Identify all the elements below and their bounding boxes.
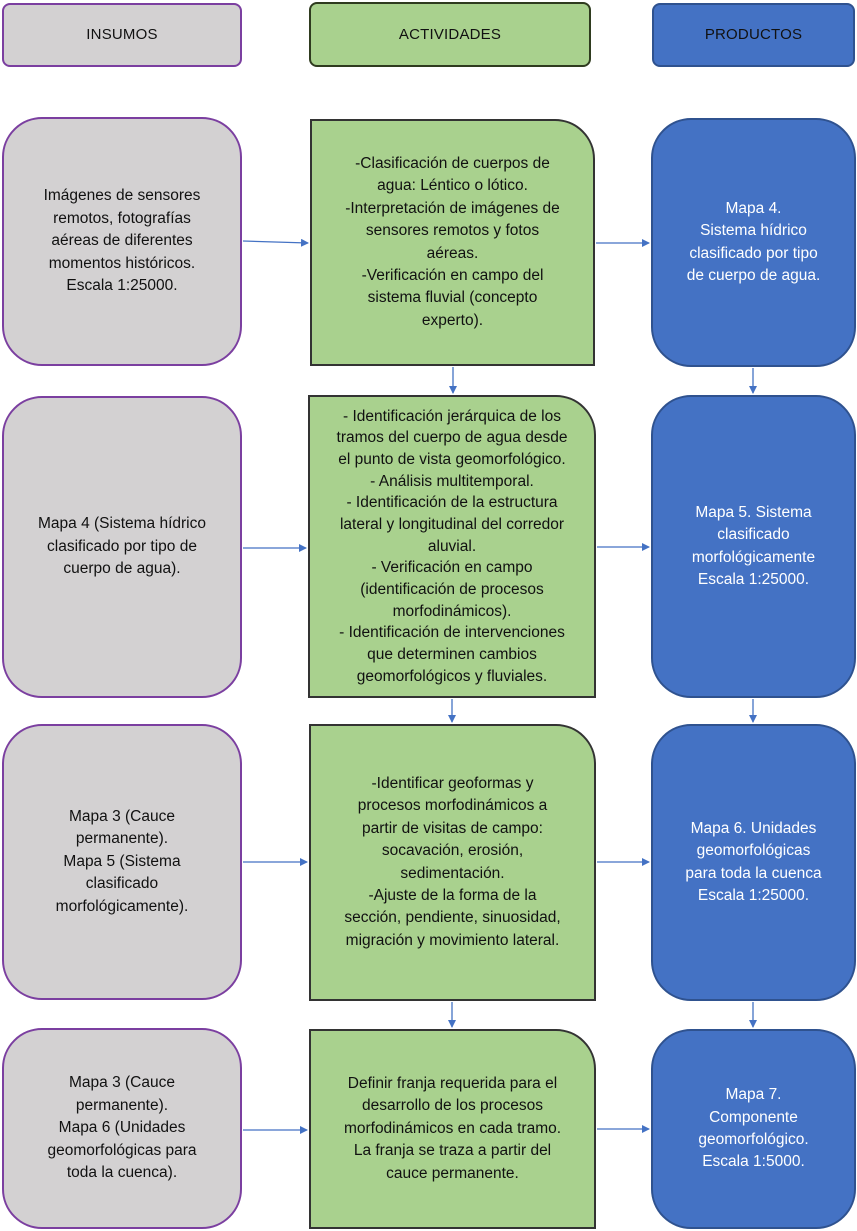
actividad-box-1: -Clasificación de cuerpos de agua: Lénti… <box>310 119 595 366</box>
producto-box-3: Mapa 6. Unidades geomorfológicas para to… <box>651 724 856 1001</box>
insumo-box-2: Mapa 4 (Sistema hídrico clasificado por … <box>2 396 242 698</box>
actividad-box-4: Definir franja requerida para el desarro… <box>309 1029 596 1229</box>
header-productos: PRODUCTOS <box>652 3 855 67</box>
producto-box-2: Mapa 5. Sistema clasificado morfológicam… <box>651 395 856 698</box>
actividad-box-3: -Identificar geoformas y procesos morfod… <box>309 724 596 1001</box>
producto-box-4: Mapa 7. Componente geomorfológico. Escal… <box>651 1029 856 1229</box>
insumo-box-3: Mapa 3 (Cauce permanente). Mapa 5 (Siste… <box>2 724 242 1000</box>
actividad-box-2: - Identificación jerárquica de los tramo… <box>308 395 596 698</box>
producto-box-1: Mapa 4. Sistema hídrico clasificado por … <box>651 118 856 367</box>
insumo-box-1: Imágenes de sensores remotos, fotografía… <box>2 117 242 366</box>
header-actividades: ACTIVIDADES <box>309 2 591 67</box>
arrow-insumo-actividad-1 <box>242 238 309 247</box>
insumo-box-4: Mapa 3 (Cauce permanente). Mapa 6 (Unida… <box>2 1028 242 1229</box>
header-insumos: INSUMOS <box>2 3 242 67</box>
